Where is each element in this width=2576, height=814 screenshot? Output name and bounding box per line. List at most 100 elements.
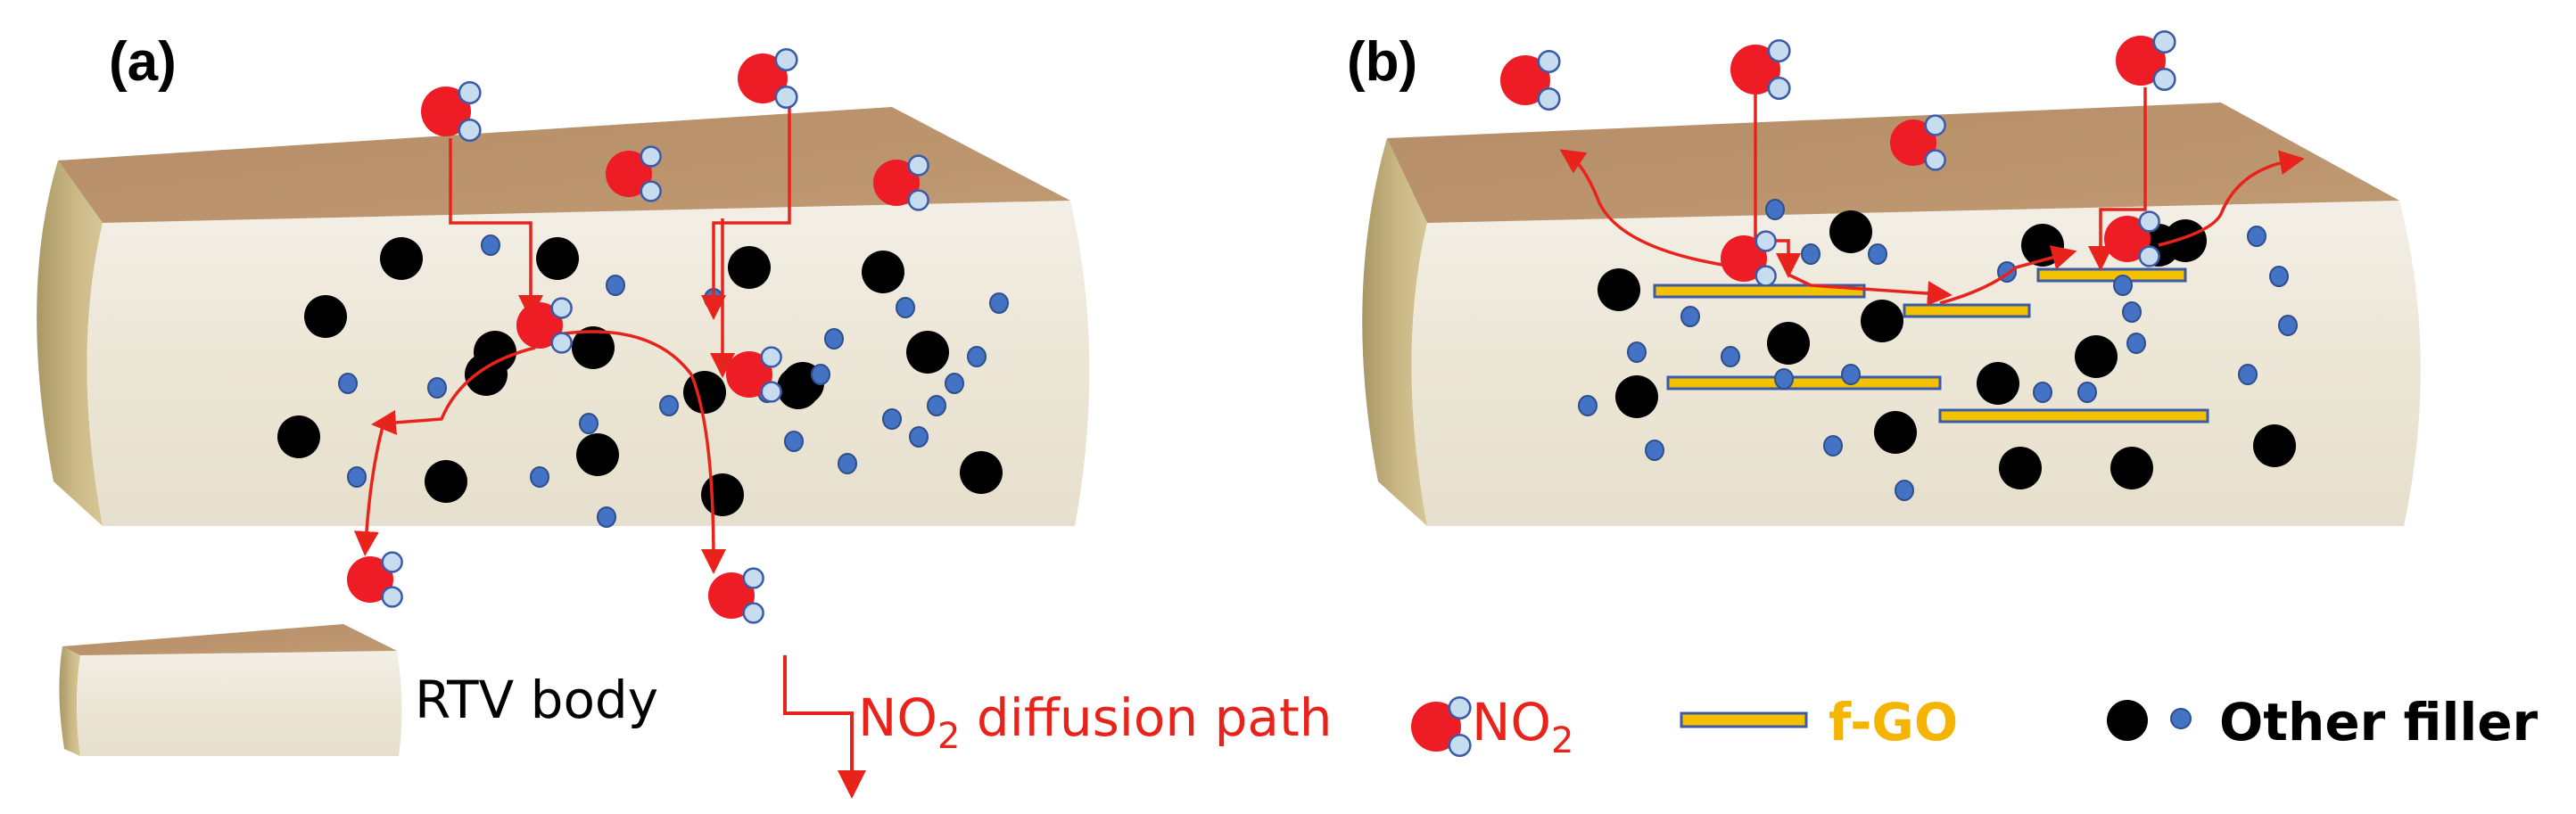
filler-small-particle bbox=[481, 234, 500, 256]
filler-small-particle bbox=[530, 466, 549, 488]
no2-molecule bbox=[1721, 230, 1777, 287]
filler-large-particle bbox=[960, 451, 1003, 494]
filler-small-particle bbox=[1578, 395, 1598, 416]
filler-small-particle bbox=[2077, 382, 2097, 403]
filler-large-particle bbox=[1829, 210, 1872, 253]
filler-large-particle bbox=[576, 433, 619, 476]
filler-large-particle bbox=[1615, 375, 1658, 418]
filler-large-particle bbox=[777, 366, 820, 409]
filler-large-particle bbox=[728, 246, 771, 289]
fgo-sheet bbox=[1666, 375, 1942, 391]
filler-small-particle bbox=[1841, 364, 1861, 385]
filler-large-particle bbox=[572, 326, 615, 369]
legend-rtv-body-label: RTV body bbox=[415, 670, 658, 730]
fgo-sheet bbox=[1938, 408, 2209, 423]
no2-molecule bbox=[347, 551, 403, 608]
no2-molecule bbox=[421, 80, 482, 143]
filler-small-particle bbox=[2122, 301, 2142, 323]
filler-small-particle bbox=[1774, 368, 1794, 390]
filler-large-particle bbox=[380, 237, 423, 280]
legend-no2-label: NO2 bbox=[1472, 692, 1574, 761]
legend-filler-label: Other filler bbox=[2219, 692, 2539, 752]
filler-large-particle bbox=[683, 371, 726, 414]
fgo-sheets bbox=[1653, 267, 2209, 423]
filler-small-particle bbox=[1895, 480, 1914, 501]
filler-small-particle bbox=[2269, 266, 2289, 287]
no2-molecule bbox=[1730, 38, 1791, 101]
body-a-top-face bbox=[58, 107, 1070, 223]
filler-large-particle bbox=[2110, 447, 2153, 489]
diffusion-path-arrow bbox=[2088, 87, 2147, 271]
legend-filler-small-swatch bbox=[2170, 708, 2192, 729]
legend-filler-large-swatch bbox=[2107, 700, 2148, 741]
fgo-sheet bbox=[2036, 267, 2187, 283]
filler-small-particle bbox=[909, 426, 929, 448]
filler-large-particle bbox=[701, 473, 744, 516]
diffusion-path-arrow bbox=[701, 105, 791, 320]
filler-large-particle bbox=[1999, 447, 2042, 489]
filler-small-particle bbox=[811, 364, 830, 385]
no2-molecules bbox=[347, 29, 2176, 624]
body-a-end-face bbox=[37, 160, 103, 526]
filler-small-particle bbox=[1823, 435, 1843, 456]
filler-large-particle bbox=[1767, 322, 1810, 365]
filler-small-particle bbox=[597, 506, 616, 528]
panel-label-b: (b) bbox=[1347, 31, 1417, 93]
filler-small-particle bbox=[838, 453, 857, 474]
filler-small-particle bbox=[1801, 243, 1821, 265]
filler-small-particle bbox=[2113, 275, 2133, 296]
legend-path-arrow bbox=[783, 655, 866, 799]
filler-large-particle bbox=[465, 353, 508, 396]
diffusion-path-arrow bbox=[371, 346, 536, 435]
diffusion-path-arrow bbox=[1788, 273, 1953, 307]
filler-large-particle bbox=[2075, 335, 2118, 378]
no2-molecule bbox=[1411, 695, 1472, 758]
filler-small-particle bbox=[2238, 364, 2258, 385]
filler-small-particle bbox=[1721, 346, 1740, 367]
filler-small-particle bbox=[1627, 341, 1647, 363]
body-b-end-face bbox=[1362, 138, 1427, 526]
no2-molecule bbox=[1500, 49, 1561, 111]
no2-molecule bbox=[516, 297, 573, 354]
no2-molecule bbox=[726, 346, 782, 403]
filler-small-particle bbox=[2278, 315, 2298, 336]
filler-small-particle bbox=[347, 466, 367, 488]
filler-small-particle bbox=[824, 328, 844, 349]
filler-small-particle bbox=[1868, 243, 1887, 265]
legend-no2-molecule-icon bbox=[1411, 695, 1472, 758]
no2-molecule bbox=[606, 145, 662, 202]
filler-small-particle bbox=[896, 297, 915, 318]
filler-large-particle bbox=[536, 237, 579, 280]
no2-molecule bbox=[873, 154, 929, 211]
body-b-front-face bbox=[1411, 201, 2421, 526]
filler-small-particle bbox=[967, 346, 987, 367]
filler-small-particle bbox=[1765, 199, 1785, 220]
filler-large-particle bbox=[304, 295, 347, 338]
diffusion-path-arrow bbox=[1939, 245, 2077, 305]
legend-path-label: NO2 diffusion path bbox=[858, 687, 1332, 757]
legend-fgo-swatch bbox=[1680, 711, 1808, 728]
filler-large-particle bbox=[906, 331, 949, 374]
filler-small-particle bbox=[882, 408, 902, 430]
filler-small-particle bbox=[2126, 333, 2146, 354]
diffusion-path-arrow bbox=[557, 330, 726, 574]
diffusion-path-arrow bbox=[449, 138, 543, 320]
diffusion-path-arrow bbox=[1559, 149, 1740, 269]
panel-label-a: (a) bbox=[109, 31, 177, 93]
diffusion-path-arrow bbox=[2158, 150, 2305, 247]
filler-small-particle bbox=[579, 413, 599, 434]
diffusion-path-arrow bbox=[353, 423, 385, 556]
filler-large-particle bbox=[1977, 362, 2019, 405]
filler-particles bbox=[277, 199, 2298, 528]
filler-small-particle bbox=[2247, 226, 2266, 247]
filler-small-particle bbox=[659, 395, 679, 416]
legend-rtv-body-swatch bbox=[59, 624, 402, 756]
filler-large-particle bbox=[277, 415, 320, 458]
fgo-sheet bbox=[1903, 303, 2031, 318]
filler-large-particle bbox=[2253, 424, 2296, 467]
filler-small-particle bbox=[927, 395, 946, 416]
no2-molecule bbox=[738, 47, 798, 110]
filler-small-particle bbox=[606, 275, 625, 296]
